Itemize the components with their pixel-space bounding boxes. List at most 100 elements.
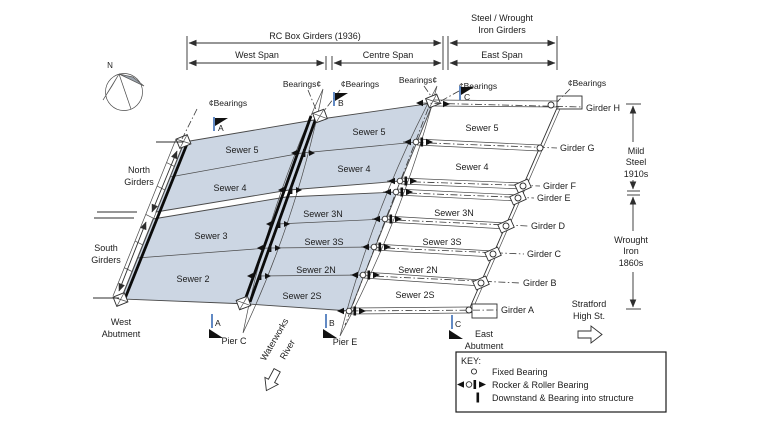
label-mild-2: Steel	[626, 157, 647, 167]
sewer-label-centre-3s: Sewer 3S	[304, 237, 343, 247]
sewer-label-west-2: Sewer 2	[176, 274, 209, 284]
girder-label-d: Girder D	[531, 221, 566, 231]
label-steel-wrought-1: Steel / Wrought	[471, 13, 533, 23]
bearings-label-pier-c-right: ¢Bearings	[341, 79, 379, 89]
compass-icon: N	[102, 61, 145, 111]
bearings-label-pier-e-right: ¢Bearings	[459, 81, 497, 91]
key-box: KEY: Fixed Bearing Rocker & Roller Beari…	[455, 351, 667, 413]
sewer-label-east-4: Sewer 4	[455, 162, 488, 172]
compass-north-label: N	[107, 61, 113, 70]
sewer-label-centre-2s: Sewer 2S	[282, 291, 321, 301]
girder-label-e: Girder E	[537, 193, 571, 203]
sewer-label-east-2n: Sewer 2N	[398, 265, 438, 275]
sewer-label-east-3n: Sewer 3N	[434, 208, 474, 218]
section-markers: A B C A B C	[209, 86, 474, 339]
sewer-label-west-4: Sewer 4	[213, 183, 246, 193]
label-wrought-3: 1860s	[619, 258, 644, 268]
svg-text:B: B	[329, 318, 335, 328]
section-marker-top-c: C	[459, 86, 474, 102]
sewer-label-centre-4: Sewer 4	[337, 164, 370, 174]
label-steel-wrought-2: Iron Girders	[478, 25, 526, 35]
label-stratford: Stratford	[572, 299, 607, 309]
section-marker-bottom-c: C	[449, 315, 463, 339]
key-item-fixed: Fixed Bearing	[492, 367, 548, 377]
svg-text:B: B	[338, 98, 344, 108]
svg-text:C: C	[455, 319, 461, 329]
girder-label-c: Girder C	[527, 249, 562, 259]
svg-text:A: A	[215, 318, 221, 328]
label-south-girders-2: Girders	[91, 255, 121, 265]
key-item-downstand: Downstand & Bearing into structure	[492, 393, 634, 403]
key-item-rocker: Rocker & Roller Bearing	[492, 380, 589, 390]
label-east-abutment-2: Abutment	[465, 341, 504, 351]
svg-text:C: C	[464, 92, 470, 102]
fixed-bearing-icon	[470, 368, 478, 375]
section-marker-bottom-b: B	[323, 314, 337, 338]
label-east-span: East Span	[481, 50, 523, 60]
label-wrought-1: Wrought	[614, 235, 648, 245]
street-annotation: Stratford High St.	[572, 299, 607, 344]
fixed-box-pc-bottom	[235, 295, 252, 311]
label-centre-span: Centre Span	[363, 50, 414, 60]
sewer-label-east-2s: Sewer 2S	[395, 290, 434, 300]
pier-e-rocker-bearings	[337, 137, 433, 316]
section-marker-bottom-a: A	[209, 314, 223, 338]
bridge-deck	[120, 102, 434, 312]
girder-label-b: Girder B	[523, 278, 557, 288]
section-marker-top-b: B	[333, 92, 348, 108]
sewer-label-centre-2n: Sewer 2N	[296, 265, 336, 275]
label-south-girders-1: South	[94, 243, 118, 253]
bearings-label-west-abutment: ¢Bearings	[209, 98, 247, 108]
sewer-label-centre-5: Sewer 5	[352, 127, 385, 137]
sewer-label-centre-3n: Sewer 3N	[303, 209, 343, 219]
label-rc-box-girders: RC Box Girders (1936)	[269, 31, 361, 41]
fixed-box-pc-top	[312, 108, 328, 124]
girder-labels: Girder H Girder G Girder F Girder E Gird…	[501, 103, 620, 315]
bearings-label-east-abutment: ¢Bearings	[568, 78, 606, 88]
girder-label-f: Girder F	[543, 181, 577, 191]
label-high-st: High St.	[573, 311, 605, 321]
label-river: River	[278, 338, 297, 361]
river-flow-arrow	[264, 368, 281, 392]
downstand-bearing-icon	[476, 392, 480, 403]
label-east-abutment-1: East	[475, 329, 494, 339]
bearings-label-pier-c-left: Bearings¢	[283, 79, 322, 89]
support-labels: West Abutment Pier C Pier E East Abutmen…	[102, 317, 504, 351]
label-mild-3: 1910s	[624, 169, 649, 179]
label-mild-1: Mild	[628, 146, 645, 156]
sewer-label-east-5: Sewer 5	[465, 123, 498, 133]
fixed-box-wa-top	[175, 134, 192, 149]
sewer-labels: Sewer 5 Sewer 4 Sewer 3 Sewer 2 Sewer 5 …	[176, 123, 498, 301]
label-west-abutment-2: Abutment	[102, 329, 141, 339]
label-north-girders-1: North	[128, 165, 150, 175]
pier-c-bearing-symbols	[247, 149, 315, 280]
girder-label-a: Girder A	[501, 305, 534, 315]
label-west-span: West Span	[235, 50, 279, 60]
abutment-block-bottom	[471, 303, 498, 319]
street-direction-arrow	[577, 325, 603, 344]
east-span-girders	[337, 99, 584, 316]
sewer-label-east-3s: Sewer 3S	[422, 237, 461, 247]
section-marker-top-a: A	[213, 117, 228, 133]
sewer-label-west-3: Sewer 3	[194, 231, 227, 241]
label-pier-c: Pier C	[221, 336, 247, 346]
rocker-bearing-icon	[457, 380, 486, 389]
river-annotation: Waterworks River	[258, 316, 297, 392]
key-title: KEY:	[461, 356, 481, 366]
label-wrought-2: Iron	[623, 246, 639, 256]
pier-c-structure	[235, 88, 328, 334]
label-north-girders-2: Girders	[124, 177, 154, 187]
pier-e-structure	[339, 85, 442, 337]
svg-text:A: A	[218, 123, 224, 133]
label-pier-e: Pier E	[333, 337, 358, 347]
girder-group-dimensions: North Girders South Girders	[91, 150, 178, 292]
girder-label-h: Girder H	[586, 103, 620, 113]
bearings-labels: ¢Bearings Bearings¢ ¢Bearings Bearings¢ …	[181, 75, 606, 140]
girder-label-g: Girder G	[560, 143, 595, 153]
material-dimensions: Mild Steel 1910s Wrought Iron 1860s	[614, 103, 649, 310]
abutment-block-top	[556, 95, 583, 110]
bearings-label-pier-e-left: Bearings¢	[399, 75, 438, 85]
span-dimensions: RC Box Girders (1936) Steel / Wrought Ir…	[186, 13, 558, 70]
